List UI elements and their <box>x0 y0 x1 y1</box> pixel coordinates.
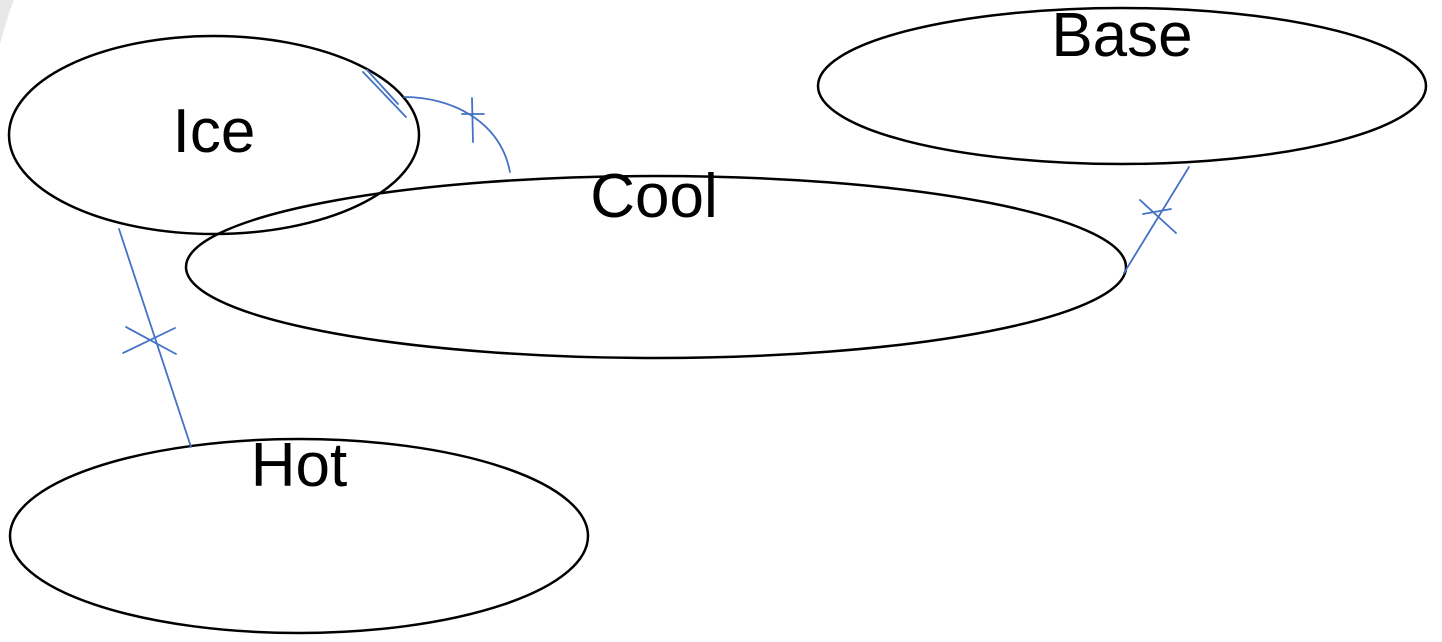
link-ice-cool-line <box>403 96 511 173</box>
link-ice-cool-end-tick <box>362 69 407 118</box>
link-cool-base[interactable] <box>1123 166 1190 274</box>
corner-shading <box>0 0 14 44</box>
node-base[interactable]: Base <box>816 1 1428 166</box>
node-hot-label: Hot <box>251 431 347 500</box>
node-base-label: Base <box>1051 1 1192 70</box>
node-hot[interactable]: Hot <box>8 431 590 635</box>
node-cool-label: Cool <box>590 162 718 231</box>
node-cool[interactable]: Cool <box>184 162 1128 360</box>
link-ice-hot[interactable] <box>118 228 192 448</box>
node-base-shape <box>816 6 1428 166</box>
node-ice-label: Ice <box>173 97 256 166</box>
node-hot-shape <box>8 437 590 635</box>
link-cool-base-cross-marker <box>1139 199 1177 234</box>
node-ice[interactable]: Ice <box>7 34 421 236</box>
node-cool-shape <box>184 174 1128 360</box>
link-cool-base-line <box>1123 166 1190 274</box>
node-ice-shape <box>7 34 421 236</box>
link-ice-hot-cross-marker <box>122 326 177 355</box>
link-ice-cool[interactable] <box>362 69 511 173</box>
link-ice-cool-cross-marker <box>461 97 485 143</box>
